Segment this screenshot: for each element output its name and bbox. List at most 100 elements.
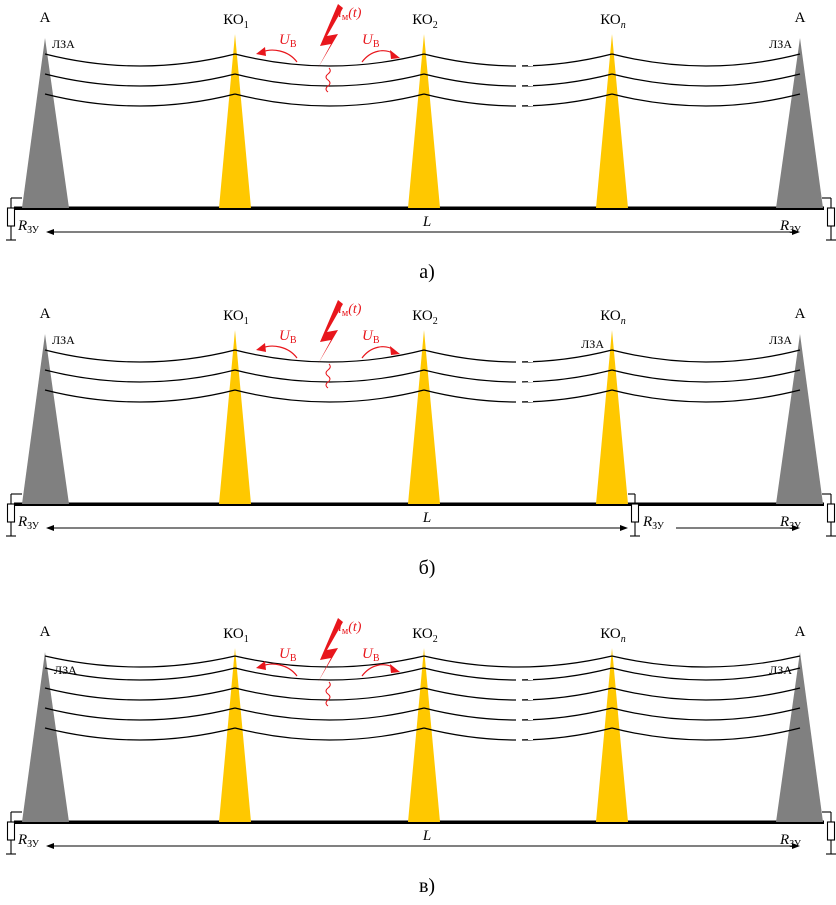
intermediate-support-kon — [596, 34, 628, 208]
ground-line — [14, 820, 824, 824]
conductors — [44, 349, 801, 403]
conductor-span — [611, 667, 801, 681]
conductor-span — [44, 349, 236, 363]
ko2-label: КО2 — [412, 308, 437, 327]
conductor-span — [44, 727, 236, 741]
voltage-wave-right — [361, 346, 395, 359]
shield-wire — [44, 655, 801, 668]
conductor-span — [611, 727, 801, 741]
lightning-bolt-icon — [318, 618, 343, 682]
intermediate-support-ko1 — [219, 34, 251, 208]
conductor-span — [44, 687, 236, 701]
shield-span — [234, 655, 425, 668]
conductor-span — [234, 349, 425, 363]
conductor-span — [44, 73, 236, 87]
arc-channel — [325, 681, 331, 707]
end-support-label-left: А — [40, 306, 51, 322]
span-length-label: L — [422, 828, 431, 844]
grounding-resistor-left — [6, 494, 16, 537]
panel-caption: в) — [419, 875, 435, 897]
resistance-label-kon: RЗУ — [642, 514, 665, 532]
shield-span — [611, 655, 801, 668]
intermediate-support-ko2 — [408, 34, 440, 208]
end-support-label-left: А — [40, 10, 51, 26]
conductor-span — [234, 73, 425, 87]
end-support-label-right: А — [795, 10, 806, 26]
arrow-right-icon — [792, 843, 800, 849]
conductors — [44, 53, 801, 107]
intermediate-support-ko2 — [408, 648, 440, 822]
voltage-label-left: UВ — [279, 32, 297, 50]
conductor-span — [611, 73, 801, 87]
strike-current-label: iм(t) — [338, 6, 362, 23]
lza-label-left: ЛЗА — [54, 663, 77, 677]
resistance-label-left: RЗУ — [17, 832, 40, 850]
conductor-span — [234, 369, 425, 383]
end-support-label-left: А — [40, 624, 51, 640]
arrow-left-icon — [256, 343, 266, 352]
arrow-right-icon — [390, 346, 400, 355]
conductor-span — [44, 369, 236, 383]
lza-label-right: ЛЗА — [769, 37, 792, 51]
conductor-span — [611, 369, 801, 383]
kon-label: КОn — [600, 626, 625, 645]
voltage-wave-right — [361, 50, 395, 63]
span-length-dimension: L — [46, 510, 800, 531]
intermediate-support-ko2 — [408, 330, 440, 504]
span-length-label: L — [422, 214, 431, 230]
conductor-span — [234, 389, 425, 403]
conductor-span — [234, 53, 425, 67]
resistance-label-right: RЗУ — [779, 218, 802, 236]
arrow-left-icon — [256, 661, 266, 670]
grounding-resistor-left — [6, 812, 16, 855]
arrow-left-icon — [46, 843, 54, 849]
voltage-label-left: UВ — [279, 328, 297, 346]
kon-label: КОn — [600, 12, 625, 31]
ko1-label: КО1 — [223, 12, 248, 31]
conductor-span — [611, 93, 801, 107]
ko1-label: КО1 — [223, 626, 248, 645]
conductor-span — [44, 667, 236, 681]
intermediate-support-ko1 — [219, 648, 251, 822]
arrow-right-icon — [792, 525, 800, 531]
end-support-left — [22, 38, 69, 208]
kon-label: КОn — [600, 308, 625, 327]
end-support-left — [22, 334, 69, 504]
resistance-label-left: RЗУ — [17, 218, 40, 236]
grounding-resistor-right — [826, 494, 836, 537]
panel-2: ААКО1КО2КОnЛЗАЛЗАЛЗАiм(t)UВUВRЗУRЗУRЗУLб… — [6, 300, 836, 579]
arrow-left-icon — [46, 525, 54, 531]
conductor-span — [234, 93, 425, 107]
voltage-label-right: UВ — [362, 646, 380, 664]
conductor-span — [234, 667, 425, 681]
conductor-span — [611, 349, 801, 363]
arc-channel — [325, 363, 331, 389]
end-support-right — [776, 652, 823, 822]
conductor-span — [611, 707, 801, 721]
lightning-bolt-icon — [318, 4, 343, 68]
lza-label-left: ЛЗА — [52, 37, 75, 51]
conductor-span — [234, 707, 425, 721]
end-support-label-right: А — [795, 306, 806, 322]
conductor-span — [611, 687, 801, 701]
arrow-right-icon — [390, 664, 400, 673]
lightning-bolt-icon — [318, 300, 343, 364]
resistance-label-right: RЗУ — [779, 514, 802, 532]
conductor-span — [234, 727, 425, 741]
grounding-resistor-right — [826, 198, 836, 241]
arrow-right-icon — [620, 525, 628, 531]
resistance-label-left: RЗУ — [17, 514, 40, 532]
span-length-dimension: L — [46, 214, 800, 235]
ground-line — [14, 206, 824, 210]
arc-channel — [325, 67, 331, 93]
panel-caption: б) — [419, 557, 436, 579]
conductor-span — [234, 687, 425, 701]
lza-label-right: ЛЗА — [769, 333, 792, 347]
arrow-left-icon — [256, 47, 266, 56]
ko1-label: КО1 — [223, 308, 248, 327]
